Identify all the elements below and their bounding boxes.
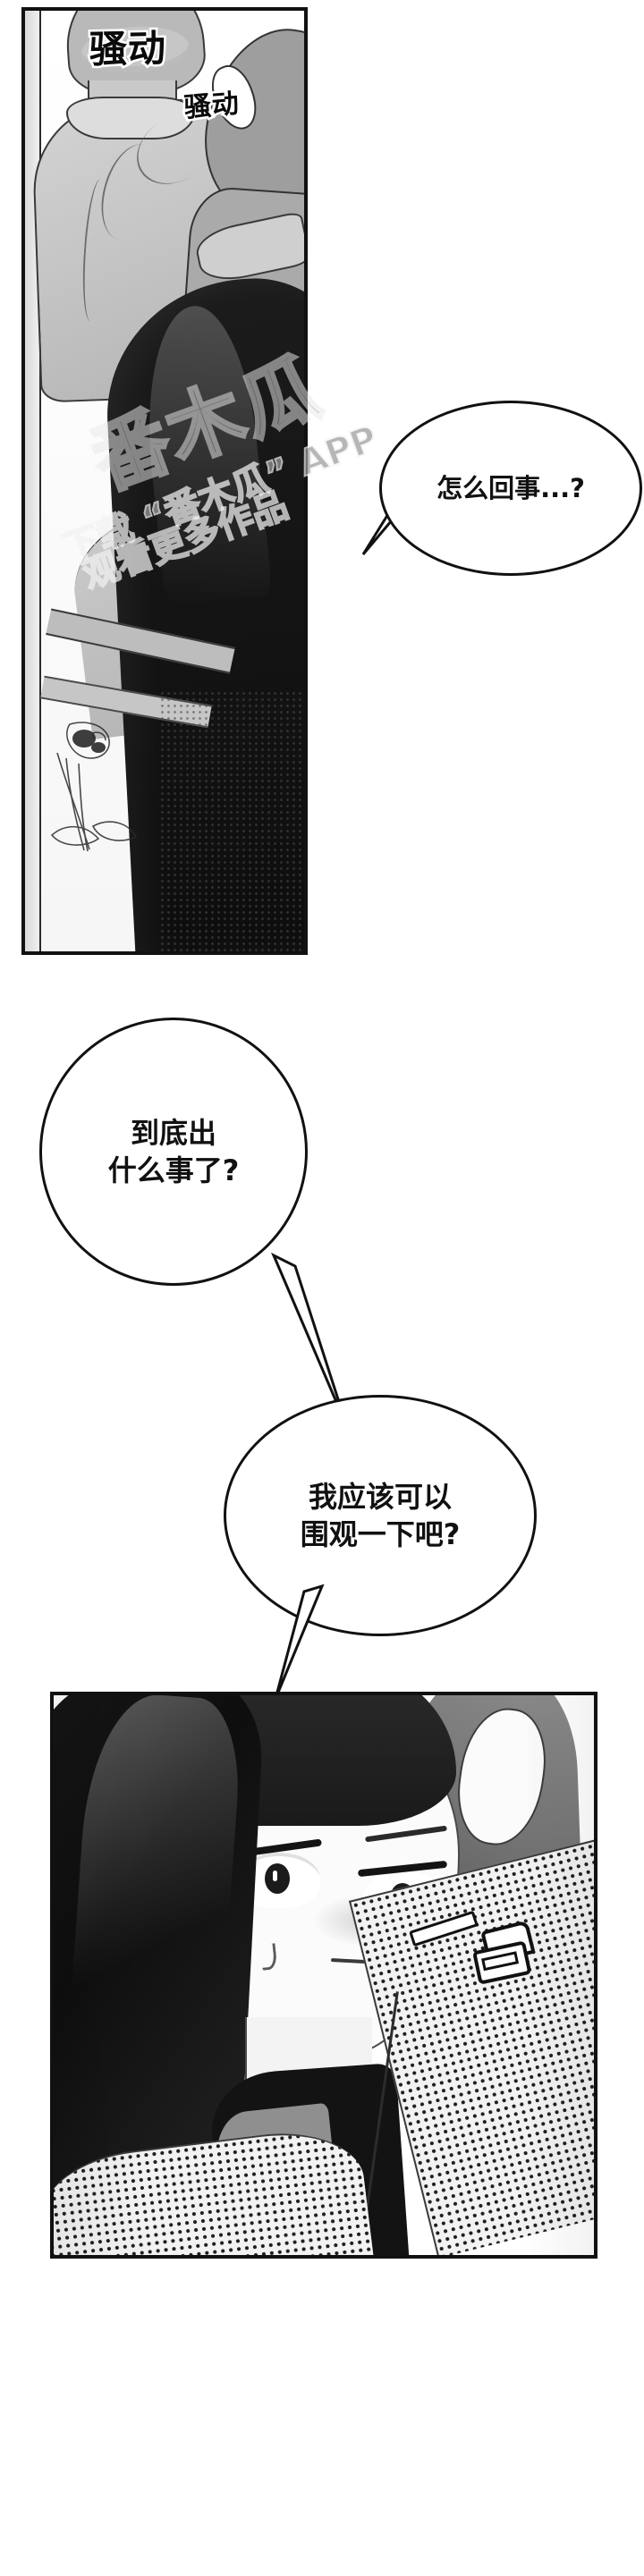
left-pupil: [265, 1863, 290, 1894]
comic-panel-2: [50, 1692, 597, 2259]
speech-bubble-2-text: 到底出 什么事了?: [107, 1115, 240, 1187]
bubble-2-tail: [268, 1252, 354, 1431]
comic-panel-1: 骚动 骚动: [21, 7, 308, 955]
speech-bubble-2: 到底出 什么事了?: [39, 1018, 308, 1286]
doorframe-strip: [25, 11, 41, 951]
speech-bubble-3-text: 我应该可以 围观一下吧?: [300, 1479, 461, 1551]
blond-boy-collar: [66, 97, 195, 139]
floral-pattern: [50, 722, 138, 851]
foreground-girl-hair: [100, 272, 304, 951]
speech-bubble-1: 怎么回事...?: [379, 401, 642, 576]
bubble-3-tail: [268, 1583, 340, 1702]
badge-sound-effect-icon: [471, 1920, 536, 1985]
eye-highlight: [273, 1871, 277, 1881]
speech-bubble-1-text: 怎么回事...?: [436, 472, 585, 503]
sound-effect-text: 骚动: [181, 86, 243, 126]
speech-bubble-3: 我应该可以 围观一下吧?: [224, 1395, 537, 1636]
sound-effect-text: 骚动: [87, 24, 169, 73]
